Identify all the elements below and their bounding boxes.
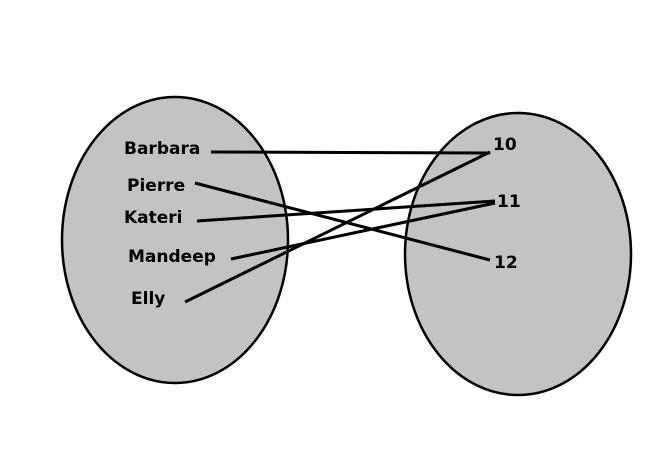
domain-label: Elly: [131, 289, 165, 309]
domain-label: Mandeep: [128, 247, 216, 267]
domain-label: Kateri: [124, 208, 183, 228]
mapping-line-mandeep-11: [230, 201, 496, 261]
domain-set-ellipse: [60, 95, 290, 385]
range-label: 12: [494, 253, 518, 273]
mapping-line-kateri-11: [196, 199, 496, 223]
mapping-line-elly-10: [184, 150, 491, 304]
range-set-ellipse: [403, 111, 633, 397]
mapping-line-pierre-12: [194, 181, 491, 262]
domain-label: Pierre: [127, 176, 185, 196]
domain-label: Barbara: [124, 139, 200, 159]
range-label: 10: [493, 135, 517, 155]
mapping-line-barbara-10: [210, 150, 491, 155]
range-label: 11: [497, 192, 521, 212]
